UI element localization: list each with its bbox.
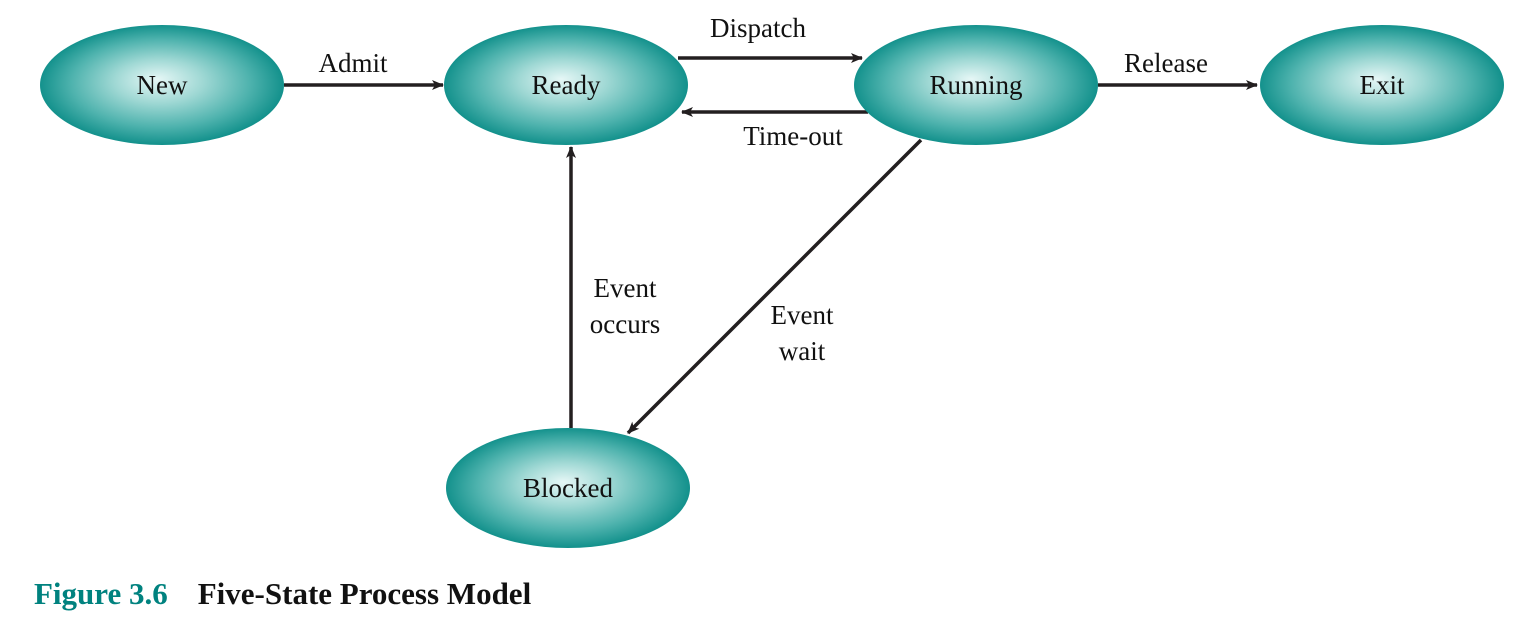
figure-caption: Figure 3.6 Five-State Process Model: [34, 572, 531, 616]
state-blocked-label: Blocked: [523, 473, 613, 503]
event-occurs-label-line2: occurs: [590, 309, 660, 339]
state-running-label: Running: [929, 70, 1022, 100]
admit-label: Admit: [318, 48, 388, 78]
state-blocked: Blocked: [446, 428, 690, 548]
dispatch-label: Dispatch: [710, 13, 806, 43]
five-state-diagram: Admit Dispatch Time-out Release Event oc…: [40, 13, 1504, 548]
event-occurs-label-line1: Event: [594, 273, 657, 303]
state-ready: Ready: [444, 25, 688, 145]
event-wait-label-line2: wait: [779, 336, 826, 366]
event-wait-arrow: [626, 138, 923, 435]
figure-title: Five-State Process Model: [197, 576, 532, 611]
release-label: Release: [1124, 48, 1208, 78]
state-new-label: New: [137, 70, 188, 100]
state-exit-label: Exit: [1360, 70, 1405, 100]
state-exit: Exit: [1260, 25, 1504, 145]
state-running: Running: [854, 25, 1098, 145]
state-ready-label: Ready: [532, 70, 601, 100]
timeout-label: Time-out: [743, 121, 843, 151]
state-new: New: [40, 25, 284, 145]
figure-number: Figure 3.6: [34, 576, 168, 611]
event-wait-label-line1: Event: [771, 300, 834, 330]
